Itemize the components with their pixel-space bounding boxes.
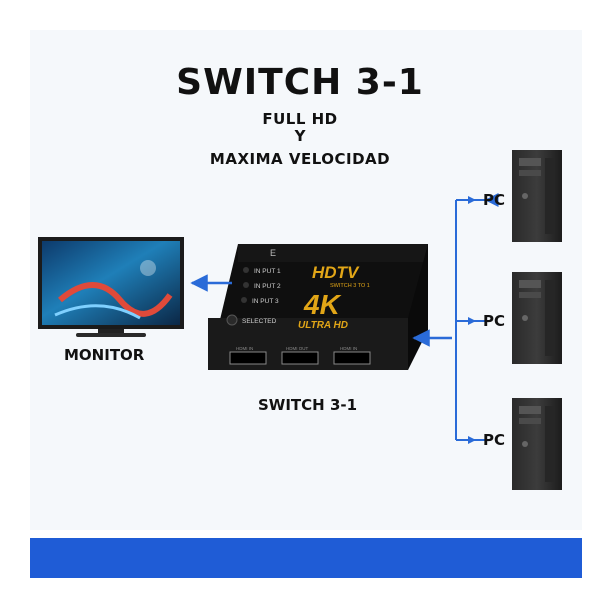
pc-tower-icon-3 bbox=[512, 398, 562, 490]
pc-label-2: PC bbox=[483, 312, 506, 330]
brand-4k: 4K bbox=[303, 289, 342, 320]
brand-ultra-hd: ULTRA HD bbox=[298, 320, 348, 331]
footer-bar bbox=[30, 538, 582, 578]
subtitle-line-2: Y bbox=[294, 127, 306, 145]
page-title: SWITCH 3-1 bbox=[176, 62, 424, 103]
hdmi-switch-icon: E IN PUT 1 IN PUT 2 IN PUT 3 SELECTED HD… bbox=[208, 244, 428, 370]
pc-tower-icon-1 bbox=[512, 150, 562, 242]
switch-caption: SWITCH 3-1 bbox=[258, 396, 358, 414]
selected-label: SELECTED bbox=[242, 318, 277, 325]
port-label-2: HDMI OUT bbox=[286, 346, 308, 351]
monitor-icon bbox=[38, 237, 184, 337]
brand-subtitle: SWITCH 3 TO 1 bbox=[330, 283, 370, 289]
pc-tower-icon-2 bbox=[512, 272, 562, 364]
input-3-label: IN PUT 3 bbox=[252, 298, 279, 305]
input-2-label: IN PUT 2 bbox=[254, 283, 281, 290]
monitor-label: MONITOR bbox=[64, 346, 145, 364]
pc-label-3: PC bbox=[483, 431, 506, 449]
pc-label-1: PC bbox=[483, 191, 506, 209]
device-logo: E bbox=[270, 248, 276, 258]
brand-hdtv: HDTV bbox=[312, 263, 360, 282]
subtitle-line-1: FULL HD bbox=[262, 110, 338, 128]
port-label-3: HDMI IN bbox=[340, 346, 357, 351]
port-label-1: HDMI IN bbox=[236, 346, 253, 351]
subtitle-line-3: MAXIMA VELOCIDAD bbox=[209, 150, 391, 168]
input-1-label: IN PUT 1 bbox=[254, 268, 281, 275]
